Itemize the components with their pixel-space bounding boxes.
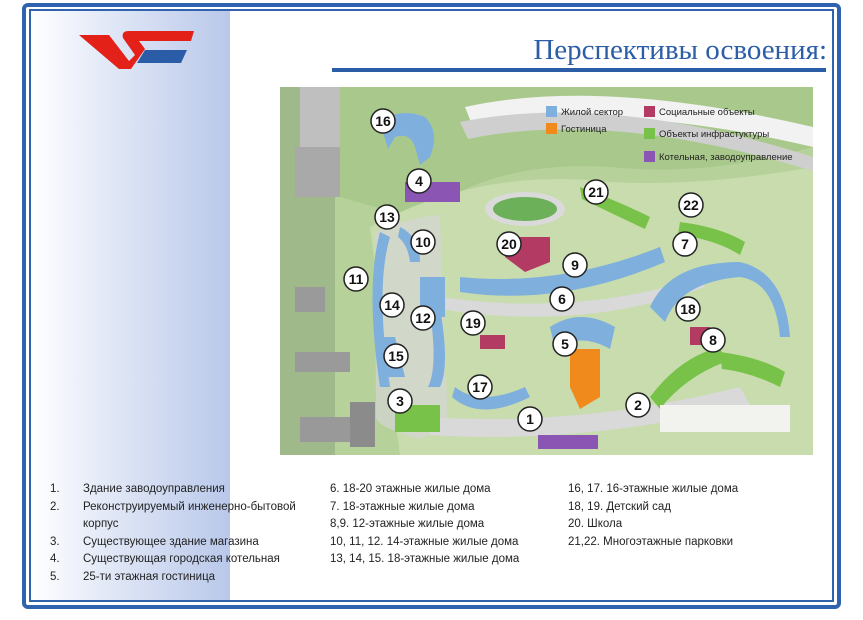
map-marker-label: 7 xyxy=(681,236,689,252)
map-marker-label: 21 xyxy=(588,184,604,200)
map-marker-label: 8 xyxy=(709,332,717,348)
map-marker-label: 16 xyxy=(375,113,391,129)
map-marker-11: 11 xyxy=(343,266,369,292)
company-logo-icon xyxy=(79,31,194,69)
map-marker-label: 19 xyxy=(465,315,481,331)
map-marker-15: 15 xyxy=(383,343,409,369)
map-marker-label: 3 xyxy=(396,393,404,409)
legend-column-1: 1.Здание заводоуправления 2.Реконструиру… xyxy=(50,481,320,586)
site-plan-map: Жилой сектор Гостиница Социальные объект… xyxy=(280,87,813,455)
legend-item: 10, 11, 12. 14-этажные жилые дома xyxy=(330,535,519,548)
legend-item: 8,9. 12-этажные жилые дома xyxy=(330,518,485,530)
map-marker-label: 6 xyxy=(558,291,566,307)
legend-column-2: 6. 18-20 этажные жилые дома 7. 18-этажны… xyxy=(330,481,560,569)
map-key: Жилой сектор Гостиница Социальные объект… xyxy=(546,106,793,163)
map-marker-label: 18 xyxy=(680,301,696,317)
key-hotel: Гостиница xyxy=(561,124,607,135)
legend-item: 2.Реконструируемый инженерно-бытовой кор… xyxy=(50,500,296,531)
legend-item: 6. 18-20 этажные жилые дома xyxy=(330,483,491,495)
map-marker-label: 17 xyxy=(472,379,488,395)
map-marker-8: 8 xyxy=(700,327,726,353)
legend-item: 20. Школа xyxy=(568,518,623,530)
map-marker-label: 22 xyxy=(683,197,699,213)
legend-item: 21,22. Многоэтажные парковки xyxy=(568,535,734,548)
map-marker-label: 2 xyxy=(634,397,642,413)
map-marker-label: 20 xyxy=(501,236,517,252)
map-marker-6: 6 xyxy=(549,286,575,312)
side-gradient-band xyxy=(31,11,230,600)
map-marker-label: 12 xyxy=(415,310,431,326)
map-marker-label: 14 xyxy=(384,297,400,313)
map-marker-label: 15 xyxy=(388,348,404,364)
legend-item: 18, 19. Детский сад xyxy=(568,500,671,513)
map-marker-label: 9 xyxy=(571,257,579,273)
page-title: Перспективы освоения: xyxy=(533,34,827,66)
map-marker-label: 1 xyxy=(526,411,534,427)
map-marker-9: 9 xyxy=(562,252,588,278)
map-marker-12: 12 xyxy=(410,305,436,331)
map-marker-17: 17 xyxy=(467,374,493,400)
map-marker-label: 10 xyxy=(415,234,431,250)
legend-item: 7. 18-этажные жилые дома xyxy=(330,500,475,513)
legend-item: 13, 14, 15. 18-этажные жилые дома xyxy=(330,553,520,565)
map-marker-label: 4 xyxy=(415,173,423,189)
map-marker-21: 21 xyxy=(583,179,609,205)
legend-item: 3.Существующее здание магазина xyxy=(50,535,259,548)
map-marker-14: 14 xyxy=(379,292,405,318)
map-marker-5: 5 xyxy=(552,331,578,357)
key-boiler: Котельная, заводоуправление xyxy=(659,152,793,163)
map-marker-3: 3 xyxy=(387,388,413,414)
title-underline xyxy=(332,68,826,72)
key-residential: Жилой сектор xyxy=(561,107,623,118)
map-marker-7: 7 xyxy=(672,231,698,257)
legend-item: 16, 17. 16-этажные жилые дома xyxy=(568,483,739,495)
map-marker-20: 20 xyxy=(496,231,522,257)
map-marker-13: 13 xyxy=(374,204,400,230)
map-marker-2: 2 xyxy=(625,392,651,418)
legend-item: 5.25-ти этажная гостиница xyxy=(50,570,216,583)
legend-item: 4.Существующая городская котельная xyxy=(50,553,280,565)
map-marker-label: 13 xyxy=(379,209,395,225)
map-marker-22: 22 xyxy=(678,192,704,218)
key-infrastructure: Объекты инфрастуктуры xyxy=(659,129,769,140)
map-marker-18: 18 xyxy=(675,296,701,322)
map-marker-label: 5 xyxy=(561,336,569,352)
key-social: Социальные объекты xyxy=(659,107,755,118)
map-marker-10: 10 xyxy=(410,229,436,255)
map-marker-19: 19 xyxy=(460,310,486,336)
map-marker-1: 1 xyxy=(517,406,543,432)
map-marker-4: 4 xyxy=(406,168,432,194)
slide-canvas: Перспективы освоения: xyxy=(29,9,834,602)
map-marker-16: 16 xyxy=(370,108,396,134)
legend-item: 1.Здание заводоуправления xyxy=(50,483,225,495)
legend-column-3: 16, 17. 16-этажные жилые дома 18, 19. Де… xyxy=(568,481,798,551)
map-marker-label: 11 xyxy=(349,271,364,287)
